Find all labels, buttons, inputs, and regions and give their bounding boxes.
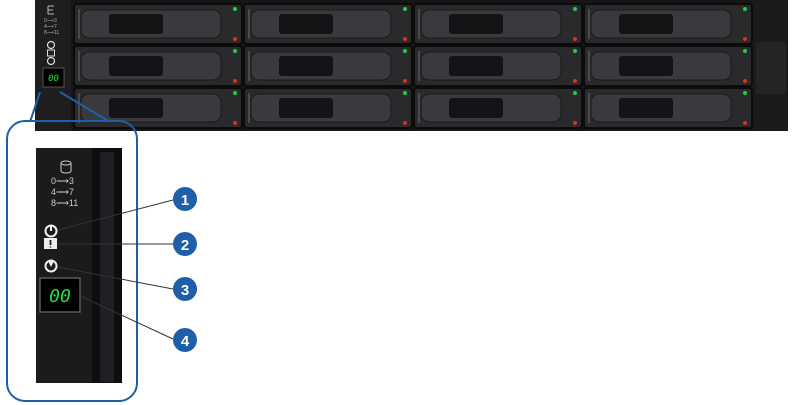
- disk-icon-small: [47, 5, 54, 15]
- left-ear-panel: [35, 0, 71, 131]
- unit-id-display: [39, 277, 81, 313]
- drive-latch-recess: [449, 56, 503, 76]
- callouts: 1 2 3 4: [57, 187, 197, 352]
- mapping-label-small: 8⟶11: [44, 30, 59, 36]
- drive-activity-led: [573, 7, 577, 11]
- drive-fault-led: [573, 37, 577, 41]
- zoom-connector-line: [29, 91, 111, 123]
- drive-fault-led: [743, 121, 747, 125]
- drive-latch-recess: [619, 14, 673, 34]
- mapping-label-small: 0⟶3: [44, 18, 57, 24]
- fault-icon: [44, 238, 57, 249]
- drive-activity-led: [403, 7, 407, 11]
- drive-fault-led: [743, 79, 747, 83]
- drive-fault-led: [403, 79, 407, 83]
- drive-latch-recess: [619, 98, 673, 118]
- drive-bay: [243, 87, 413, 129]
- power-icon: [44, 224, 58, 238]
- callout-leader-1: [57, 199, 174, 231]
- identify-led-small: [46, 56, 56, 66]
- drive-bay: [73, 45, 243, 87]
- callout-number: 4: [181, 333, 190, 350]
- callout-marker-2: 2: [173, 232, 197, 256]
- drive-bay: [413, 87, 583, 129]
- drive-activity-led: [233, 91, 237, 95]
- mapping-label-small: 4⟶7: [44, 24, 57, 30]
- drive-fault-led: [743, 37, 747, 41]
- drive-bay: [73, 3, 243, 45]
- zoom-frame: [6, 120, 138, 402]
- drive-latch-recess: [279, 56, 333, 76]
- callout-leader-4: [79, 295, 174, 340]
- drive-activity-led: [233, 7, 237, 11]
- callout-number: 1: [181, 192, 189, 209]
- drive-activity-led: [743, 7, 747, 11]
- identify-icon: [44, 259, 58, 273]
- drive-fault-led: [403, 121, 407, 125]
- drive-latch-recess: [449, 14, 503, 34]
- drive-latch-recess: [109, 56, 163, 76]
- callout-marker-3: 3: [173, 277, 197, 301]
- unit-id-display-small: [42, 67, 65, 88]
- mapping-label: 4⟶7: [51, 187, 74, 197]
- drive-bay: [243, 3, 413, 45]
- drive-latch-recess: [279, 14, 333, 34]
- drive-activity-led: [743, 49, 747, 53]
- drive-bays: [73, 3, 753, 129]
- drive-activity-led: [403, 49, 407, 53]
- drive-latch-recess: [449, 98, 503, 118]
- disk-icon: [60, 160, 72, 174]
- left-ear-controls: 0⟶3 4⟶7 8⟶11 00: [42, 5, 65, 88]
- power-led-small: [46, 40, 56, 50]
- right-ear-recess: [756, 42, 786, 94]
- callout-marker-4: 4: [173, 328, 197, 352]
- drive-bay: [73, 87, 243, 129]
- callout-number: 2: [181, 237, 189, 254]
- drive-bay: [413, 45, 583, 87]
- drive-fault-led: [233, 37, 237, 41]
- drive-activity-led: [233, 49, 237, 53]
- drive-bay: [413, 3, 583, 45]
- drive-latch-recess: [109, 98, 163, 118]
- unit-id-digits: 00: [49, 286, 71, 307]
- drive-activity-led: [743, 91, 747, 95]
- drive-latch-recess: [279, 98, 333, 118]
- drive-activity-led: [573, 49, 577, 53]
- drive-activity-led: [573, 91, 577, 95]
- drive-fault-led: [573, 121, 577, 125]
- zoomed-bay-handle: [100, 152, 114, 382]
- drive-fault-led: [403, 37, 407, 41]
- drive-bay: [243, 45, 413, 87]
- mapping-label: 8⟶11: [51, 198, 78, 208]
- drive-fault-led: [233, 79, 237, 83]
- mapping-label: 0⟶3: [51, 176, 74, 186]
- drive-bay: [583, 45, 753, 87]
- fault-led-small: [47, 49, 55, 57]
- drive-latch-recess: [109, 14, 163, 34]
- drive-fault-led: [573, 79, 577, 83]
- drive-latch-recess: [619, 56, 673, 76]
- drive-fault-led: [233, 121, 237, 125]
- enclosure-front-view: 0⟶3 4⟶7 8⟶11 00: [35, 0, 788, 131]
- callout-leader-3: [57, 266, 174, 290]
- drive-activity-led: [403, 91, 407, 95]
- callout-marker-1: 1: [173, 187, 197, 211]
- drive-bay: [583, 3, 753, 45]
- unit-id-digits-small: 00: [48, 74, 59, 84]
- callout-number: 3: [181, 282, 189, 299]
- zoom-callout: 0⟶3 4⟶7 8⟶11 00: [6, 91, 138, 402]
- drive-bay: [583, 87, 753, 129]
